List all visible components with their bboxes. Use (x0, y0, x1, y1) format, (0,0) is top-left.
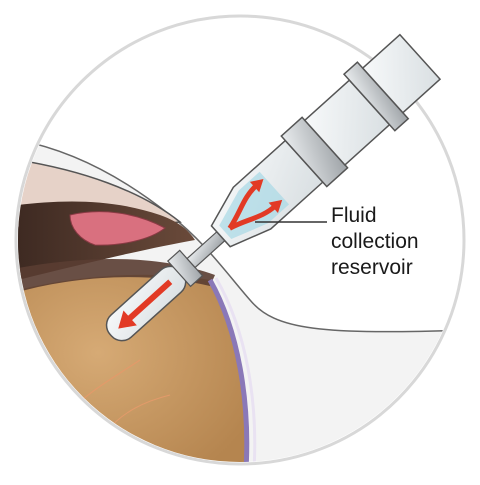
flow-arrow-head (118, 310, 137, 329)
flow-arrow-icon (123, 279, 173, 325)
sclera-outer (214, 277, 257, 462)
sclera-band (207, 278, 250, 462)
flow-arrow-icon (228, 203, 278, 231)
syringe-plunger (361, 33, 442, 114)
callout-line-2: collection (331, 230, 419, 253)
reservoir-fluid (219, 171, 290, 239)
syringe-device-icon (105, 33, 442, 342)
callout-line-3: reservoir (331, 256, 413, 279)
conjunctiva (69, 211, 166, 246)
flow-arrow-head (249, 179, 264, 193)
callout-line-1: Fluid (331, 204, 377, 227)
flow-arrow-icon (227, 182, 260, 230)
callout-label: Fluid collection reservoir (331, 203, 471, 281)
flow-arrow-head (268, 199, 283, 214)
